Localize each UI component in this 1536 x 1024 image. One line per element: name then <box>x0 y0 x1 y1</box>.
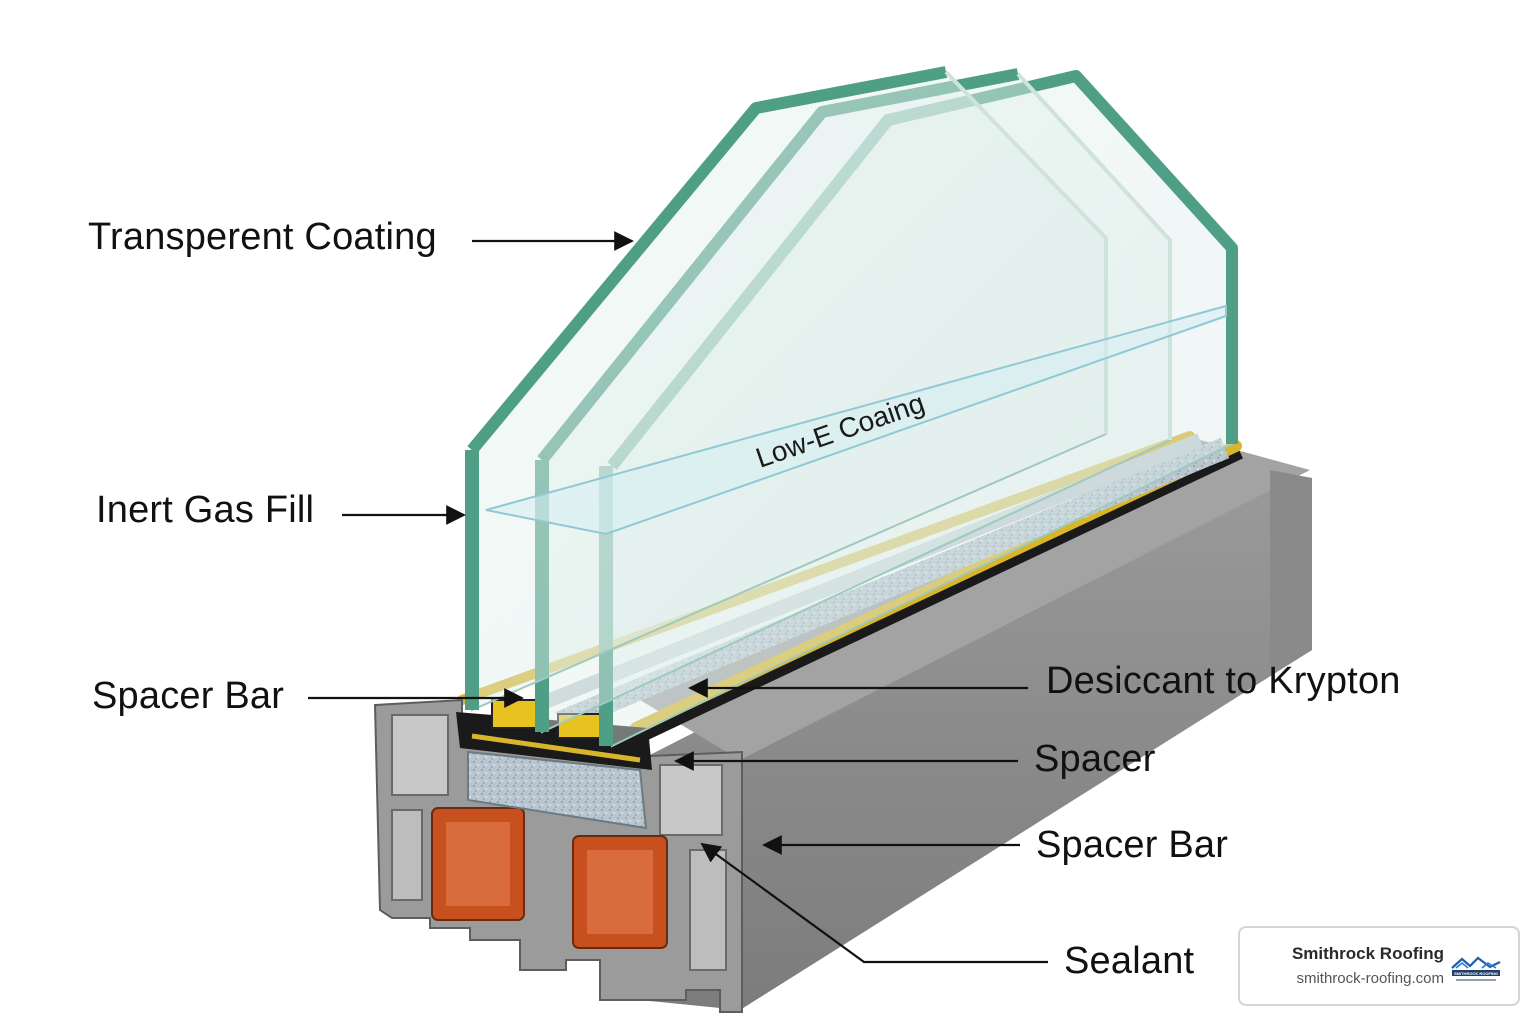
label-spacer: Spacer <box>1034 738 1156 780</box>
leader-sealant <box>700 842 1048 964</box>
desiccant-block <box>467 750 648 830</box>
brand-name: Smithrock Roofing <box>1291 944 1444 963</box>
label-sealant: Sealant <box>1064 940 1195 982</box>
brand-url[interactable]: smithrock-roofing.com <box>1296 970 1444 987</box>
label-spacer-bar-left: Spacer Bar <box>92 675 285 717</box>
label-spacer-bar-right: Spacer Bar <box>1036 824 1229 866</box>
brand-badge[interactable]: Smithrock Roofing smithrock-roofing.com … <box>1238 926 1520 1006</box>
label-transparent-coating: Transperent Coating <box>88 216 437 258</box>
glass-pane-front <box>465 66 1108 712</box>
brand-logo-text: SMITHROCK ROOFING <box>1454 971 1498 976</box>
label-desiccant: Desiccant to Krypton <box>1046 660 1401 702</box>
roof-logo-icon: SMITHROCK ROOFING <box>1451 956 1501 981</box>
frame-body <box>640 440 1312 1010</box>
label-inert-gas-fill: Inert Gas Fill <box>96 489 315 531</box>
steel-reinforcement <box>431 807 668 949</box>
leader-lines <box>308 231 1048 964</box>
